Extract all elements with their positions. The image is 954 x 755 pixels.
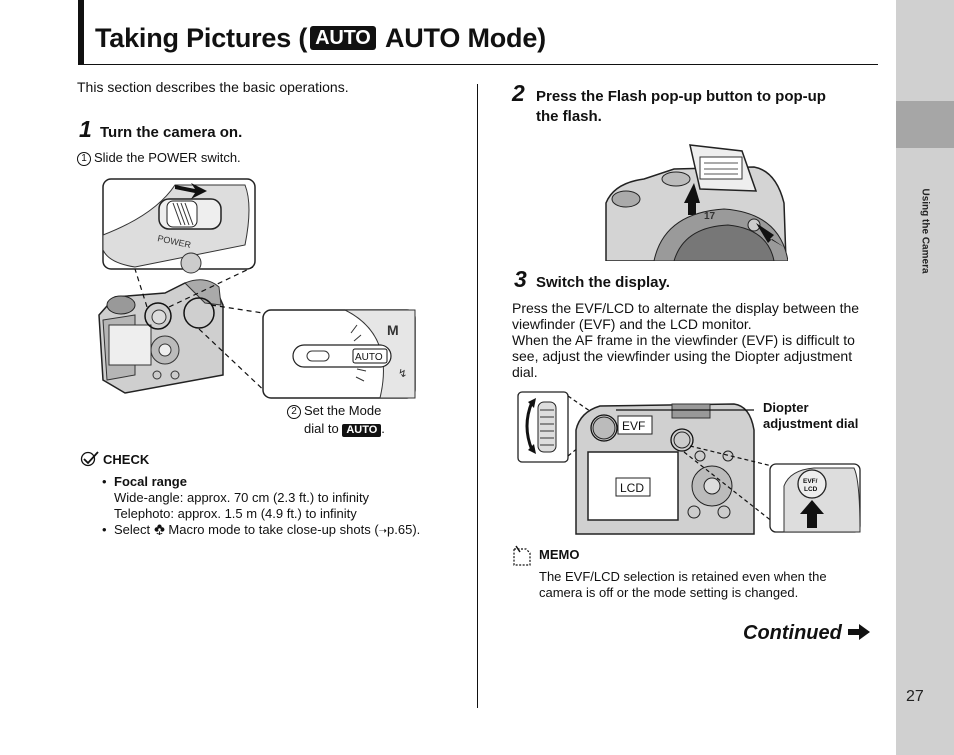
column-divider — [477, 84, 478, 708]
svg-text:↯: ↯ — [398, 368, 407, 380]
step2-heading-line2: the flash. — [536, 108, 602, 125]
page-ref-arrow: ➝ — [378, 526, 388, 537]
auto-mode-badge-small: AUTO — [342, 424, 382, 437]
evf-lcd-illustration: EVF LCD EVF/ LCD — [517, 391, 861, 535]
diopter-label-line2: adjustment dial — [763, 416, 859, 431]
title-accent-bar — [78, 0, 84, 64]
step3-description: Press the EVF/LCD to alternate the displ… — [512, 300, 882, 380]
auto-mode-badge: AUTO — [310, 26, 376, 50]
svg-text:17: 17 — [704, 211, 716, 222]
memo-label: MEMO — [539, 547, 580, 562]
memo-text-line2: camera is off or the mode setting is cha… — [539, 585, 799, 600]
continued-link: Continued — [743, 622, 871, 645]
check-list: Focal range Wide-angle: approx. 70 cm (2… — [100, 474, 470, 540]
step1-number: 1 — [79, 116, 92, 142]
lcd-label: LCD — [620, 481, 644, 495]
diopter-label-line1: Diopter — [763, 400, 809, 415]
sub-step-number-1: 1 — [77, 152, 91, 166]
step3-p2-line3: dial. — [512, 364, 538, 380]
title-rule — [78, 64, 878, 65]
page-title: Taking Pictures (AUTO AUTO Mode) — [95, 18, 546, 58]
sub-step-text-2-end: . — [381, 421, 385, 436]
step2-heading: Press the Flash pop-up button to pop-up … — [536, 87, 826, 127]
flash-popup-illustration: 17 — [605, 144, 788, 261]
macro-prefix: Select — [114, 522, 151, 537]
focal-tele: Telephoto: approx. 1.5 m (4.9 ft.) to in… — [114, 506, 357, 521]
step3-p1-line1: Press the EVF/LCD to alternate the displ… — [512, 300, 860, 316]
arrow-right-icon — [848, 624, 871, 640]
step3-p2-line2: see, adjust the viewfinder using the Dio… — [512, 348, 853, 364]
page-number: 27 — [906, 688, 924, 705]
step2-number: 2 — [512, 80, 525, 106]
svg-text:M: M — [387, 322, 399, 338]
focal-wide: Wide-angle: approx. 70 cm (2.3 ft.) to i… — [114, 490, 370, 505]
title-text-start: Taking Pictures ( — [95, 23, 308, 53]
step3-p2-line1: When the AF frame in the viewfinder (EVF… — [512, 332, 855, 348]
macro-text: Macro mode to take close-up shots ( — [168, 522, 379, 537]
diopter-callout: Diopter adjustment dial — [763, 400, 858, 432]
memo-text: The EVF/LCD selection is retained even w… — [539, 569, 827, 601]
step1-heading: Turn the camera on. — [100, 124, 243, 141]
sub-step-text-2b: dial to — [304, 421, 339, 436]
step1-sub2-line2: dial to AUTO. — [304, 421, 385, 437]
memo-icon — [513, 545, 531, 566]
macro-page-ref: p.65). — [387, 522, 421, 537]
evf-lcd-button-label-2: LCD — [804, 486, 818, 493]
macro-flower-icon — [154, 524, 165, 535]
intro-text: This section describes the basic operati… — [77, 79, 349, 95]
continued-text: Continued — [743, 622, 842, 644]
step3-number: 3 — [514, 266, 527, 292]
step3-heading: Switch the display. — [536, 274, 670, 291]
evf-label: EVF — [622, 419, 645, 433]
step3-p1-line2: viewfinder (EVF) and the LCD monitor. — [512, 316, 752, 332]
mode-dial-auto-label: AUTO — [355, 352, 383, 363]
check-item-macro: Select Macro mode to take close-up shots… — [100, 522, 470, 540]
camera-power-illustration: POWER AUTO M ↯ — [98, 178, 416, 399]
evf-lcd-button-label-1: EVF/ — [803, 478, 818, 485]
step2-heading-line1: Press the Flash pop-up button to pop-up — [536, 88, 826, 105]
sub-step-number-2: 2 — [287, 405, 301, 419]
section-label: Using the Camera — [919, 188, 931, 274]
focal-range-title: Focal range — [114, 474, 187, 489]
sub-step-text-1: Slide the POWER switch. — [94, 150, 241, 165]
check-label: CHECK — [103, 452, 150, 467]
section-tab — [896, 101, 954, 148]
memo-text-line1: The EVF/LCD selection is retained even w… — [539, 569, 827, 584]
check-item-focal: Focal range Wide-angle: approx. 70 cm (2… — [100, 474, 470, 522]
title-text-end: AUTO Mode) — [378, 23, 546, 53]
sub-step-text-2a: Set the Mode — [304, 403, 382, 418]
check-icon — [80, 451, 99, 467]
